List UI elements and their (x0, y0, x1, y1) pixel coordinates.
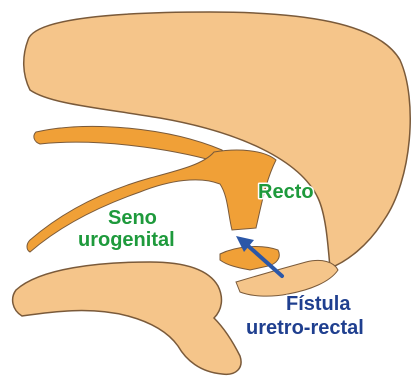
label-fistula-line2: uretro-rectal (246, 317, 364, 339)
label-recto: Recto (258, 181, 314, 203)
label-seno-line1: Seno (108, 207, 157, 229)
label-seno-line2: urogenital (78, 229, 175, 251)
lower-tissue-region (13, 262, 241, 374)
label-fistula-line1: Fístula (286, 293, 351, 315)
upper-dark-band (34, 126, 224, 162)
